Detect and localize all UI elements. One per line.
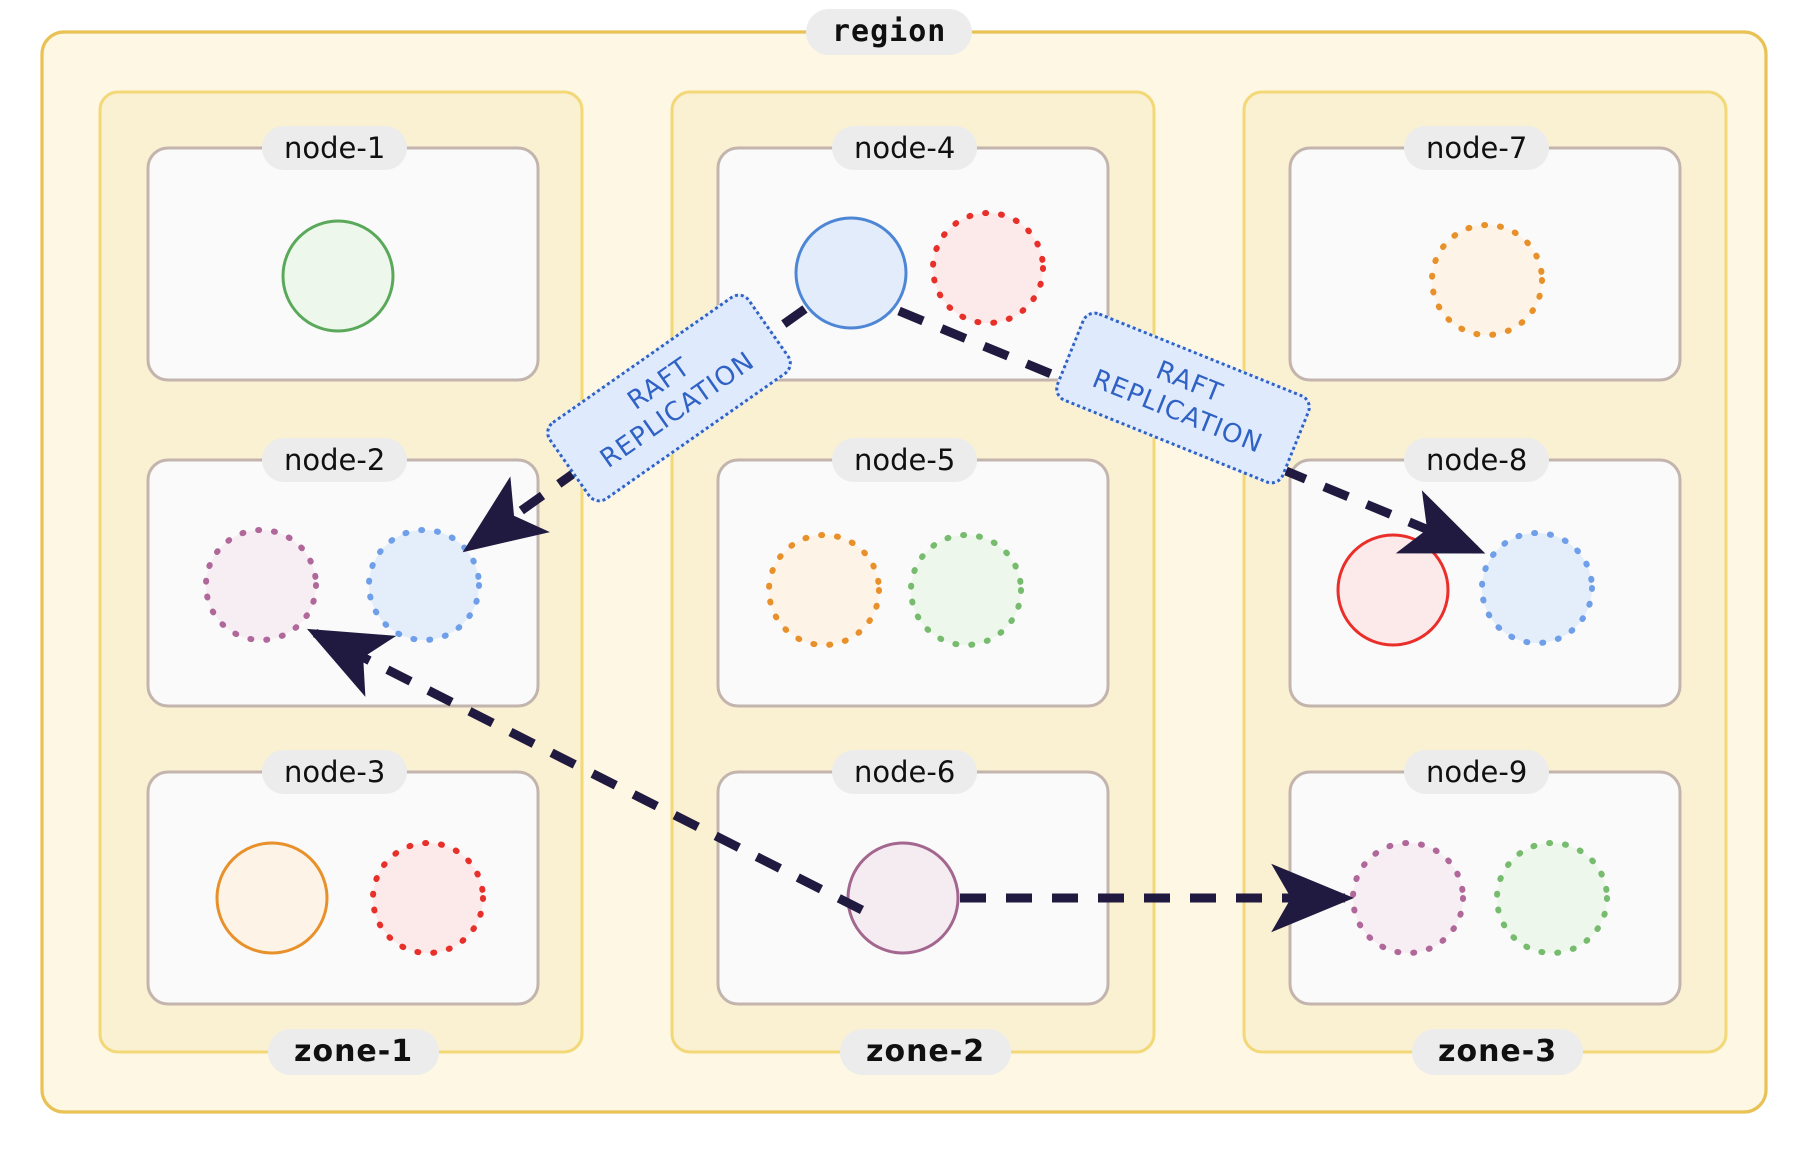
- node-label-node-1: node-1: [262, 126, 408, 170]
- shard-node-7-0[interactable]: [1429, 222, 1545, 338]
- shard-node-3-0[interactable]: [215, 841, 329, 955]
- edge-node-4-to-node-8: [897, 306, 1486, 555]
- node-label-node-5: node-5: [832, 438, 978, 482]
- node-label-node-7: node-7: [1404, 126, 1550, 170]
- shard-node-4-0[interactable]: [794, 216, 908, 330]
- node-label-node-6: node-6: [832, 750, 978, 794]
- shard-node-2-0[interactable]: [203, 527, 319, 643]
- shard-node-4-1[interactable]: [930, 210, 1046, 326]
- node-label-node-9: node-9: [1404, 750, 1550, 794]
- shard-node-9-0[interactable]: [1350, 840, 1466, 956]
- zone-label-zone-3: zone-3: [1412, 1029, 1584, 1075]
- edge-node-6-to-node-2: [306, 628, 865, 915]
- shard-node-1-0[interactable]: [281, 219, 395, 333]
- shard-node-8-1[interactable]: [1479, 530, 1595, 646]
- shard-node-9-1[interactable]: [1494, 840, 1610, 956]
- shard-node-5-0[interactable]: [766, 532, 882, 648]
- node-card-node-9[interactable]: [1288, 770, 1682, 1006]
- node-label-node-8: node-8: [1404, 438, 1550, 482]
- node-label-node-4: node-4: [832, 126, 978, 170]
- node-label-node-3: node-3: [262, 750, 408, 794]
- zone-label-zone-2: zone-2: [840, 1029, 1012, 1075]
- shard-node-3-1[interactable]: [370, 840, 486, 956]
- node-label-node-2: node-2: [262, 438, 408, 482]
- shard-node-2-1[interactable]: [366, 527, 482, 643]
- region-label: region: [806, 9, 973, 55]
- shard-node-8-0[interactable]: [1336, 533, 1450, 647]
- shard-node-5-1[interactable]: [908, 532, 1024, 648]
- shard-node-6-0[interactable]: [846, 841, 960, 955]
- zone-label-zone-1: zone-1: [268, 1029, 440, 1075]
